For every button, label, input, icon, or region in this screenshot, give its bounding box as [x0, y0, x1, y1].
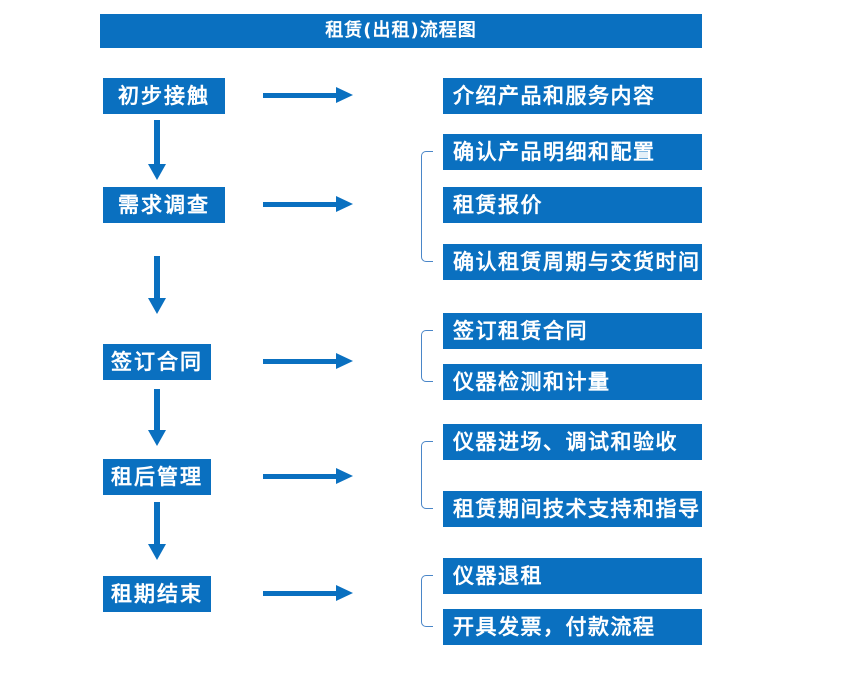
- step-box-demand-survey: 需求调查: [103, 187, 225, 223]
- arrow-head: [148, 544, 166, 560]
- arrow-right-icon: [263, 86, 353, 106]
- arrow-right-icon: [263, 467, 353, 487]
- step-box-lease-end: 租期结束: [103, 576, 211, 612]
- arrow-down-icon: [148, 256, 166, 314]
- arrow-head: [148, 164, 166, 180]
- arrow-head: [336, 196, 353, 212]
- arrow-head: [336, 87, 353, 103]
- arrow-shaft: [154, 256, 160, 298]
- arrow-right-icon: [263, 352, 353, 372]
- arrow-head: [336, 468, 353, 484]
- bracket-group-lease-end: [421, 575, 433, 627]
- arrow-down-icon: [148, 120, 166, 180]
- arrow-shaft: [263, 93, 337, 98]
- bracket-group-demand-survey: [421, 151, 433, 262]
- flowchart-title: 租赁(出租)流程图: [100, 14, 702, 48]
- detail-box-instrument-return: 仪器退租: [443, 558, 702, 594]
- detail-box-instrument-delivery: 仪器进场、调试和验收: [443, 424, 702, 460]
- arrow-shaft: [263, 474, 337, 479]
- arrow-down-icon: [148, 389, 166, 446]
- detail-box-invoice-payment: 开具发票，付款流程: [443, 609, 702, 645]
- detail-box-tech-support: 租赁期间技术支持和指导: [443, 491, 702, 527]
- arrow-shaft: [263, 591, 337, 596]
- arrow-head: [336, 585, 353, 601]
- detail-box-sign-lease-contract: 签订租赁合同: [443, 313, 702, 349]
- arrow-head: [336, 353, 353, 369]
- bracket-group-post-lease-mgmt: [421, 441, 433, 509]
- detail-box-confirm-lease-period: 确认租赁周期与交货时间: [443, 244, 702, 280]
- arrow-head: [148, 430, 166, 446]
- arrow-down-icon: [148, 502, 166, 560]
- arrow-right-icon: [263, 584, 353, 604]
- step-box-initial-contact: 初步接触: [103, 78, 225, 114]
- arrow-shaft: [263, 359, 337, 364]
- arrow-shaft: [263, 202, 337, 207]
- arrow-shaft: [154, 502, 160, 544]
- arrow-right-icon: [263, 195, 353, 215]
- arrow-shaft: [154, 120, 160, 164]
- detail-box-introduce-products: 介绍产品和服务内容: [443, 78, 702, 114]
- detail-box-instrument-testing: 仪器检测和计量: [443, 364, 702, 400]
- detail-box-lease-quotation: 租赁报价: [443, 187, 702, 223]
- bracket-group-sign-contract: [421, 330, 433, 382]
- step-box-sign-contract: 签订合同: [103, 344, 211, 380]
- step-box-post-lease-mgmt: 租后管理: [103, 459, 211, 495]
- arrow-head: [148, 298, 166, 314]
- arrow-shaft: [154, 389, 160, 430]
- detail-box-confirm-product-spec: 确认产品明细和配置: [443, 134, 702, 170]
